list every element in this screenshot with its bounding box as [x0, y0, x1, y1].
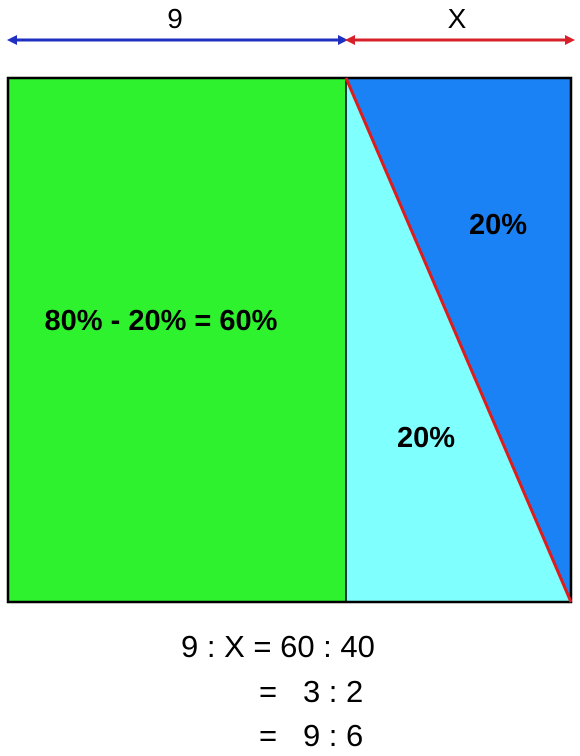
width-9-label: 9 [167, 3, 183, 34]
outer-frame [6, 76, 573, 604]
left-region [8, 78, 346, 602]
equation-line-3: = 9 : 6 [259, 718, 363, 753]
dark-triangle-label: 20% [469, 209, 527, 241]
equation-line-2: = 3 : 2 [259, 674, 363, 709]
width-x-label: X [448, 3, 467, 34]
equation-line-1: 9 : X = 60 : 40 [181, 629, 375, 664]
light-triangle-label: 20% [397, 422, 455, 454]
diagonal-line [344, 77, 573, 603]
left-region-label: 80% - 20% = 60% [45, 305, 278, 337]
